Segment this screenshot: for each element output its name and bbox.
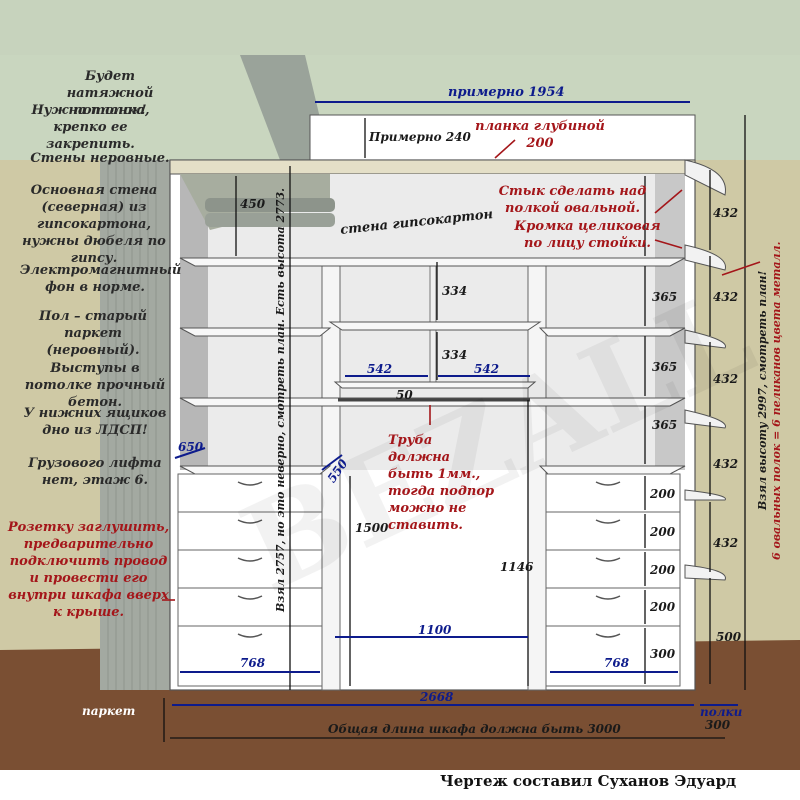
dim-432-1: 432 xyxy=(713,206,739,220)
dim-1146: 1146 xyxy=(500,560,534,574)
dim-2668: 2668 xyxy=(420,690,454,704)
note-joint: Стык сделать над полкой овальной. xyxy=(498,184,647,216)
drawer-handles-left xyxy=(237,481,263,638)
dim-432-2: 432 xyxy=(713,290,739,304)
dim-300-shelves: 300 xyxy=(705,718,731,732)
drawer-handles-right xyxy=(595,481,621,638)
dim-500: 500 xyxy=(716,630,742,644)
dim-542-right: 542 xyxy=(474,362,500,376)
note-ceiling: Будет натяжной потолок! xyxy=(66,69,154,118)
note-drawer-bottom: У нижних ящиков дно из ЛДСП! xyxy=(23,406,167,438)
dim-200-1: 200 xyxy=(650,487,676,501)
dim-300-drawer: 300 xyxy=(650,647,676,661)
note-plank-fix: Нужна планка, крепко ее закрепить. xyxy=(31,103,150,152)
left-column xyxy=(100,160,170,690)
note-emf: Электромагнитный фон в норме. xyxy=(20,263,182,295)
label-approx-1954: примерно 1954 xyxy=(448,85,565,100)
top-plank-box xyxy=(309,114,696,161)
note-walls: Стены неровные. xyxy=(30,151,170,166)
drawers-left xyxy=(177,473,323,687)
dim-768-left: 768 xyxy=(240,656,266,670)
folded-item xyxy=(205,198,335,212)
label-parquet: паркет xyxy=(82,704,136,718)
dim-432-4: 432 xyxy=(713,457,739,471)
dim-334-bottom: 334 xyxy=(442,348,468,362)
column-stripes xyxy=(107,160,157,690)
dim-650: 650 xyxy=(178,440,204,454)
dim-200-4: 200 xyxy=(650,600,676,614)
vertical-note-right-2: 6 овальных полок = 6 пеликанов цвета мет… xyxy=(770,241,783,560)
note-elevator: Грузового лифта нет, этаж 6. xyxy=(28,456,162,488)
vertical-note-left: Взял 2757, но это неверно, смотреть план… xyxy=(274,188,287,612)
blue-dimension-lines xyxy=(172,101,738,706)
dim-365-3: 365 xyxy=(652,418,678,432)
red-pointers xyxy=(162,139,761,601)
dim-1500: 1500 xyxy=(355,521,389,535)
footer-strip xyxy=(0,770,800,800)
oval-shelves xyxy=(684,159,726,581)
dim-432-5: 432 xyxy=(713,536,739,550)
dim-365-2: 365 xyxy=(652,360,678,374)
drawers-right xyxy=(545,473,681,687)
shelves xyxy=(179,257,686,475)
note-plank-depth: планка глубиной 200 xyxy=(475,119,605,151)
label-total-length: Общая длина шкафа должна быть 3000 xyxy=(328,722,621,736)
ceiling-beam xyxy=(240,55,330,160)
note-ceiling-concrete: Выступы в потолке прочный бетон. xyxy=(24,361,166,410)
note-socket: Розетку заглушить, предварительно подклю… xyxy=(7,520,170,620)
note-main-wall: Основная стена (северная) из гипсокартон… xyxy=(22,183,166,266)
dim-768-right: 768 xyxy=(604,656,630,670)
dim-365-1: 365 xyxy=(652,290,678,304)
dim-432-3: 432 xyxy=(713,372,739,386)
folded-item xyxy=(205,213,335,227)
note-edge: Кромка целиковая по лицу стойки. xyxy=(514,219,661,251)
right-inner-side xyxy=(655,174,685,470)
top-plank xyxy=(169,159,696,175)
dim-334-top: 334 xyxy=(442,284,468,298)
dim-50: 50 xyxy=(396,388,413,402)
footer-author: Чертеж составил Суханов Эдуард xyxy=(440,772,737,790)
dim-200-3: 200 xyxy=(650,563,676,577)
vertical-note-right-1: Взял высоту 2997, смотреть план! xyxy=(756,270,769,510)
dim-450: 450 xyxy=(240,197,266,211)
dim-200-2: 200 xyxy=(650,525,676,539)
note-floor: Пол – старый паркет (неровный). xyxy=(39,309,147,358)
dimension-lines xyxy=(163,115,746,742)
dim-1100: 1100 xyxy=(418,623,452,637)
dim-542-left: 542 xyxy=(367,362,393,376)
left-inner-side xyxy=(180,174,208,470)
label-approx-240: Примерно 240 xyxy=(369,130,471,144)
label-shelves: полки xyxy=(700,705,743,719)
note-pipe: Труба должна быть 1мм., тогда подпор мож… xyxy=(388,433,495,533)
